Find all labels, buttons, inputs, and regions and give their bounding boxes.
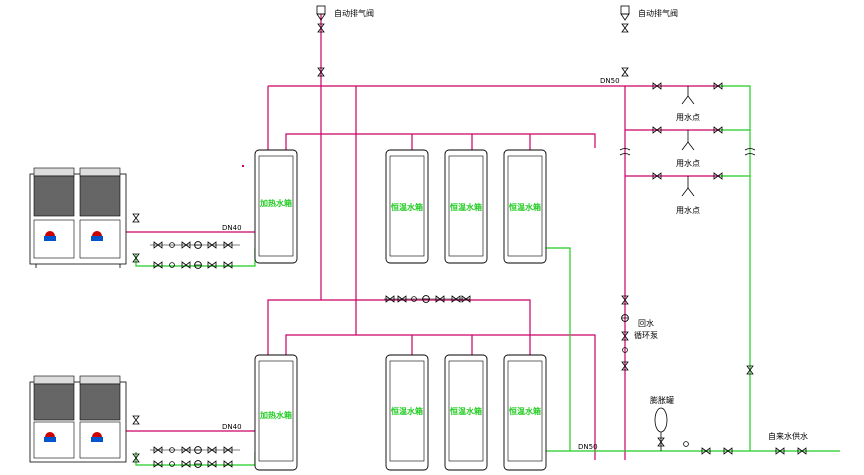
expansion-tank-icon (654, 407, 668, 451)
return-pump-label-2: 循环泵 (634, 330, 658, 340)
constant-temp-tank-u2: 恒温水箱 (444, 149, 488, 264)
water-point-3: 用水点 (652, 172, 723, 215)
constant-temp-tank-label: 恒温水箱 (391, 406, 423, 416)
expansion-tank-label: 膨胀罐 (650, 395, 674, 405)
constant-temp-tank-label: 恒温水箱 (450, 406, 482, 416)
cold-pipe-network (135, 85, 840, 466)
water-point-icon (681, 176, 695, 197)
water-point-2: 用水点 (652, 126, 723, 168)
return-circulation-pump: 回水 循环泵 (621, 295, 658, 371)
constant-temp-tank-l3: 恒温水箱 (503, 354, 547, 471)
marker-dot (242, 165, 244, 167)
pipe-size-label-upper: DN40 (222, 224, 242, 232)
constant-temp-tank-u1: 恒温水箱 (385, 149, 429, 264)
auto-vent-valve-icon (316, 5, 326, 77)
tap-water-supply-label: 自来水供水 (768, 431, 808, 441)
water-point-label: 用水点 (676, 112, 700, 122)
transfer-valve-train (384, 295, 471, 303)
constant-temp-tank-l1: 恒温水箱 (385, 354, 429, 471)
valve-train-lower (132, 415, 240, 468)
constant-temp-tank-label: 恒温水箱 (391, 202, 423, 212)
heat-pump-unit-icon (29, 375, 127, 463)
constant-temp-tank-label: 恒温水箱 (509, 202, 541, 212)
constant-temp-tank-l2: 恒温水箱 (444, 354, 488, 471)
pipe-size-label-bottom: DN50 (578, 443, 598, 451)
valve-train-upper (132, 213, 240, 269)
water-point-icon (681, 86, 695, 105)
expansion-tank: 膨胀罐 (650, 395, 674, 451)
pipe-size-label-lower: DN40 (222, 423, 242, 431)
auto-vent-valve-label: 自动排气阀 (638, 8, 678, 18)
water-point-1: 用水点 (652, 82, 723, 122)
auto-vent-valve-left: 自动排气阀 (316, 5, 374, 77)
heating-tank-label: 加热水箱 (259, 198, 292, 208)
heating-tank-upper: 加热水箱 (254, 149, 298, 264)
heating-tank-lower: 加热水箱 (254, 354, 298, 471)
constant-temp-tank-u3: 恒温水箱 (503, 149, 547, 264)
auto-vent-valve-icon (620, 5, 630, 77)
heat-pump-unit-top (29, 167, 127, 268)
heat-pump-unit-icon (29, 167, 127, 268)
supply-line-components: DN50 自来水供水 (578, 431, 808, 455)
pipe-break-icon (619, 148, 756, 156)
water-point-label: 用水点 (676, 205, 700, 215)
heating-tank-label: 加热水箱 (259, 410, 292, 420)
constant-temp-tank-label: 恒温水箱 (509, 406, 541, 416)
hot-pipe-network (125, 14, 720, 460)
water-point-label: 用水点 (676, 158, 700, 168)
return-pump-label-1: 回水 (638, 318, 654, 328)
heat-pump-unit-bottom (29, 375, 127, 463)
water-point-icon (681, 130, 695, 151)
pipe-size-label-top: DN50 (600, 77, 620, 85)
auto-vent-valve-label: 自动排气阀 (334, 8, 374, 18)
auto-vent-valve-right: 自动排气阀 (620, 5, 678, 77)
constant-temp-tank-label: 恒温水箱 (450, 202, 482, 212)
